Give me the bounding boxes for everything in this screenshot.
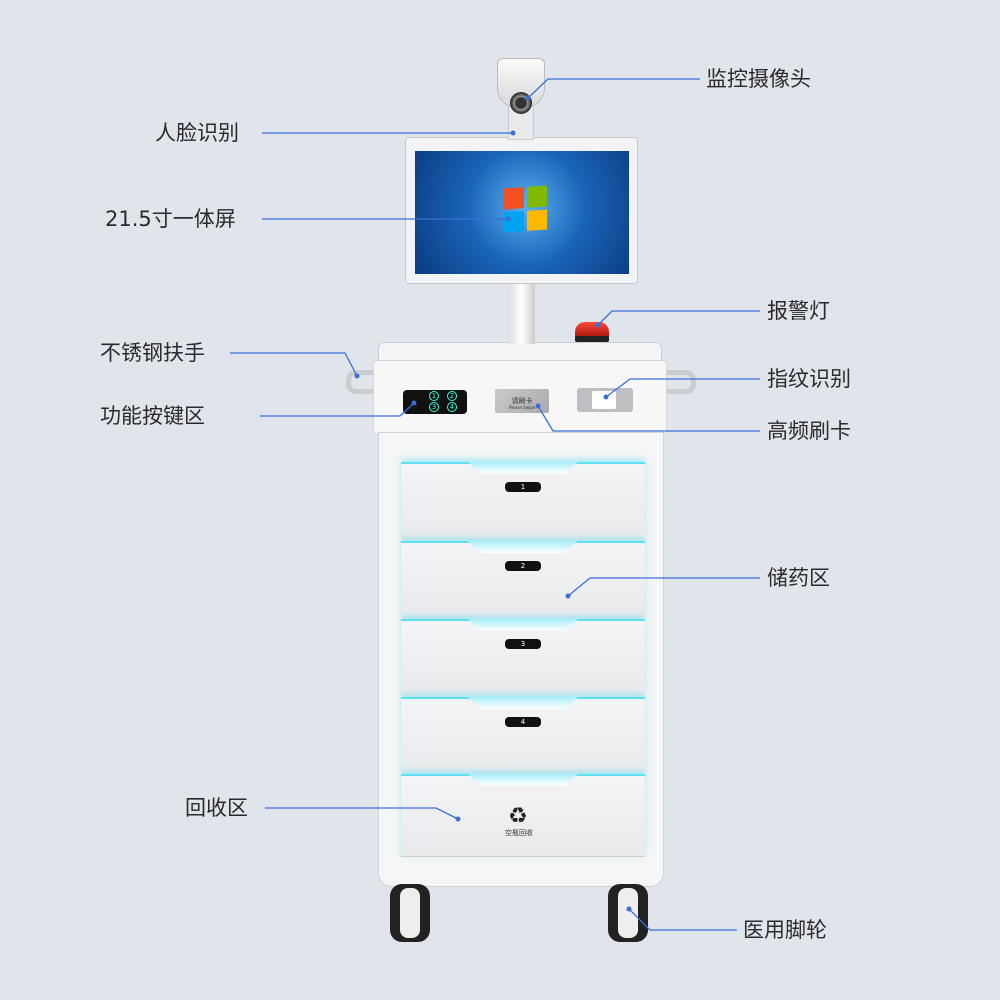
leader-line-storage [567,577,760,597]
leader-dot [603,394,609,400]
drawer-handle[interactable]: 2 [505,561,541,571]
key-1[interactable]: 1 [429,391,439,401]
label-alarm-light: 报警灯 [767,299,830,323]
key-4[interactable]: 4 [447,402,457,412]
leader-line-card [537,405,760,432]
label-camera: 监控摄像头 [706,67,811,91]
leader-dot [525,95,531,101]
label-recycle: 回收区 [185,796,248,820]
leader-line-handle [230,352,358,377]
label-screen: 21.5寸一体屏 [105,207,236,231]
drawer-glow-tab [468,462,578,474]
wheel-left [390,884,430,942]
leader-dot [626,906,632,912]
leader-dot [455,816,461,822]
drawer-4[interactable]: 4 [401,697,645,773]
function-keypad[interactable]: 1 2 3 4 [403,390,467,414]
monitor [405,137,638,284]
key-3[interactable]: 3 [429,402,439,412]
label-keypad: 功能按键区 [100,404,205,428]
leader-dot [565,593,571,599]
label-storage: 储药区 [767,566,830,590]
drawer-glow-tab [468,619,578,631]
handle-right [660,370,696,394]
drawer-glow-tab [468,697,578,709]
label-face-recognition: 人脸识别 [155,121,239,145]
recycle-bin[interactable]: ♻ 空瓶回收 [401,774,645,857]
card-reader-text: 请刷卡 [511,397,533,405]
leader-dot [595,322,601,328]
drawer-glow-tab [468,541,578,553]
leader-line-recycle [265,807,459,820]
fingerprint-reader[interactable] [577,388,633,412]
alarm-light [575,322,609,342]
leader-line-fingerprint [605,378,760,398]
drawer-3[interactable]: 3 [401,619,645,696]
leader-line-camera [527,78,700,99]
leader-dot [535,403,541,409]
label-wheel: 医用脚轮 [743,918,827,942]
leader-dot [510,130,516,136]
drawer-handle[interactable]: 1 [505,482,541,492]
recycle-text: 空瓶回收 [505,829,533,837]
screen [415,151,629,274]
label-fingerprint: 指纹识别 [767,367,851,391]
leader-dot [411,400,417,406]
handle-left [346,370,382,394]
drawer-1[interactable]: 1 [401,462,645,540]
fingerprint-window [592,391,616,409]
leader-dot [354,373,360,379]
drawer-glow-tab [468,774,578,786]
drawer-handle[interactable]: 3 [505,639,541,649]
leader-line-alarm [597,310,760,326]
card-reader-subtext: Please Swipe [508,405,536,410]
drawer-handle[interactable]: 4 [505,717,541,727]
leader-line-keypad [260,402,415,417]
label-handle: 不锈钢扶手 [100,341,205,365]
key-2[interactable]: 2 [447,391,457,401]
monitor-pole [508,280,535,344]
recycle-icon: ♻ [508,804,528,829]
label-card-reader: 高频刷卡 [767,419,851,443]
wheel-right [608,884,648,942]
leader-dot [505,216,511,222]
leader-line-wheel [628,908,737,931]
drawer-2[interactable]: 2 [401,541,645,618]
